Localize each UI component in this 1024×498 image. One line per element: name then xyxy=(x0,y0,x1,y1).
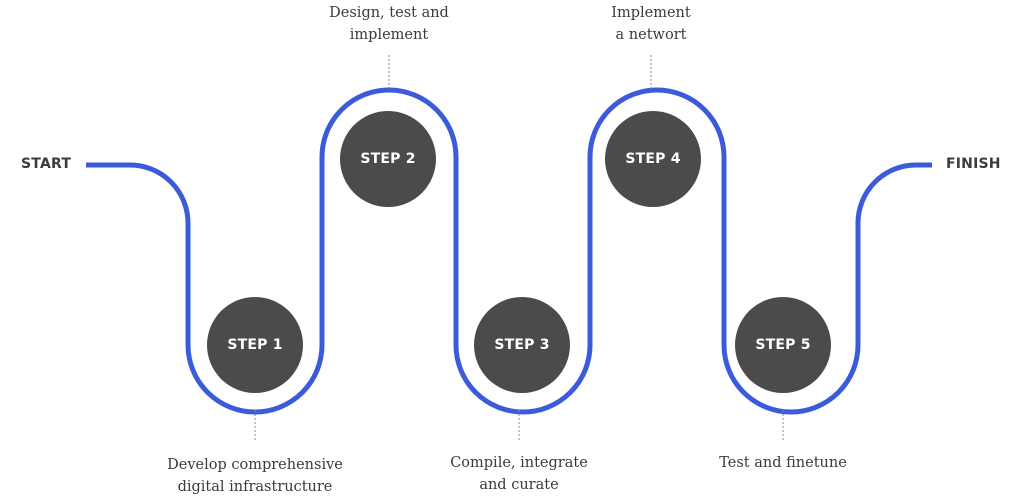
step-1-caption-line-1: Develop comprehensive xyxy=(167,457,343,473)
step-5-caption: Test and finetune xyxy=(673,452,893,474)
step-4-caption: Implement a networt xyxy=(541,2,761,46)
step-1-caption: Develop comprehensive digital infrastruc… xyxy=(145,454,365,498)
step-1-caption-line-2: digital infrastructure xyxy=(177,479,333,495)
step-3-circle: STEP 3 xyxy=(474,297,570,393)
step-3-caption-line-1: Compile, integrate xyxy=(450,455,588,471)
finish-label: FINISH xyxy=(946,156,1001,172)
step-1-circle: STEP 1 xyxy=(207,297,303,393)
step-5-circle: STEP 5 xyxy=(735,297,831,393)
start-label: START xyxy=(21,156,72,172)
step-5-caption-line-1: Test and finetune xyxy=(719,455,847,471)
step-3-caption: Compile, integrate and curate xyxy=(409,452,629,496)
step-2-caption-line-2: implement xyxy=(349,27,429,43)
step-2-caption-line-1: Design, test and xyxy=(329,5,449,21)
step-2-caption: Design, test and implement xyxy=(279,2,499,46)
step-3-caption-line-2: and curate xyxy=(479,477,559,493)
step-2-circle: STEP 2 xyxy=(340,111,436,207)
step-4-circle: STEP 4 xyxy=(605,111,701,207)
step-4-caption-line-1: Implement xyxy=(611,5,691,21)
roadmap-path xyxy=(86,87,932,415)
step-4-caption-line-2: a networt xyxy=(615,27,687,43)
